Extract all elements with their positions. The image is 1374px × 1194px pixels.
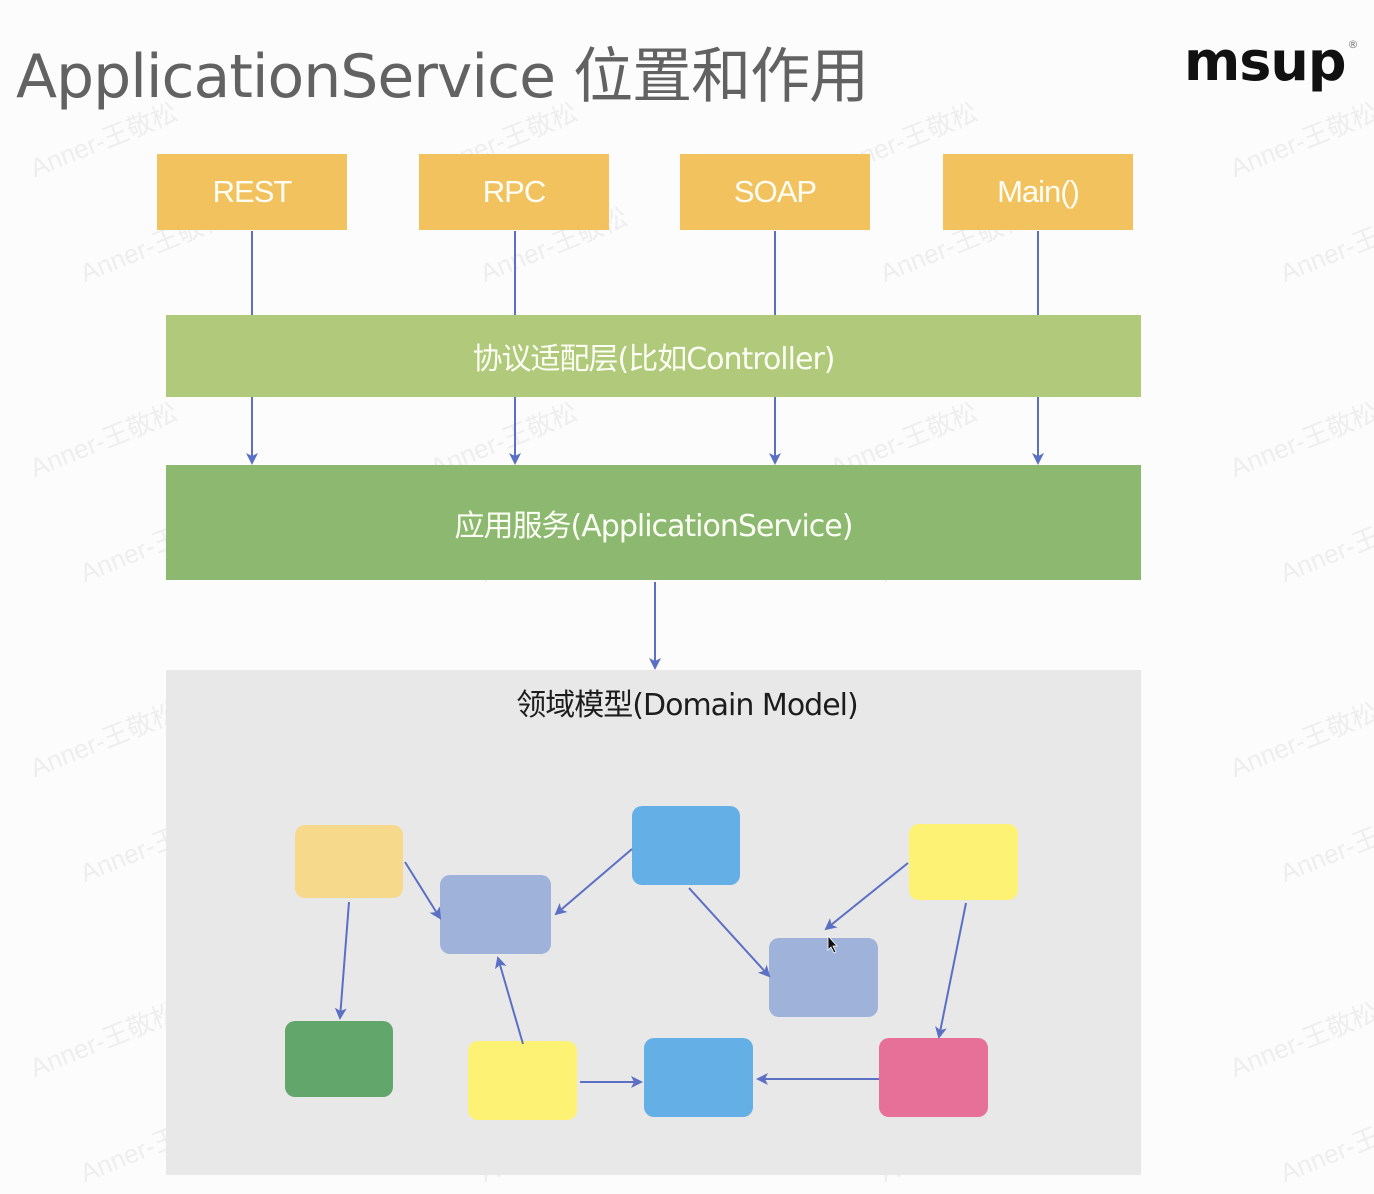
domain-entity-n8 (644, 1038, 753, 1117)
mouse-cursor-icon (827, 935, 838, 954)
domain-edge-n7-n2 (495, 956, 524, 1045)
protocol-box-main: Main() (943, 154, 1133, 230)
domain-edge-n1-n6 (334, 901, 350, 1020)
domain-entity-n9 (879, 1038, 988, 1117)
adapter-layer: 协议适配层(比如Controller) (166, 315, 1141, 397)
domain-entity-n3 (632, 806, 740, 885)
domain-entity-n5 (769, 938, 878, 1017)
protocol-box-soap: SOAP (680, 154, 870, 230)
logo-text: msup (1184, 30, 1347, 93)
domain-entity-n2 (440, 875, 551, 954)
domain-edge-n4-n5 (824, 862, 909, 931)
domain-edge-n3-n2 (554, 848, 633, 916)
registered-mark: ® (1347, 38, 1359, 51)
protocol-box-rest: REST (157, 154, 347, 230)
protocol-box-rpc: RPC (419, 154, 609, 230)
domain-edge-n1-n2 (404, 861, 442, 920)
domain-entity-n1 (295, 825, 403, 898)
domain-entity-n6 (285, 1021, 393, 1097)
page-title: ApplicationService 位置和作用 (16, 42, 869, 112)
application-service-layer: 应用服务(ApplicationService) (166, 465, 1141, 580)
domain-entity-n4 (909, 824, 1018, 900)
domain-edge-n3-n5 (688, 887, 771, 978)
domain-edge-n4-n9 (935, 902, 967, 1039)
domain-entity-n7 (468, 1041, 577, 1120)
domain-model-title: 领域模型(Domain Model) (516, 688, 858, 723)
msup-logo: msup ® (1184, 30, 1359, 93)
